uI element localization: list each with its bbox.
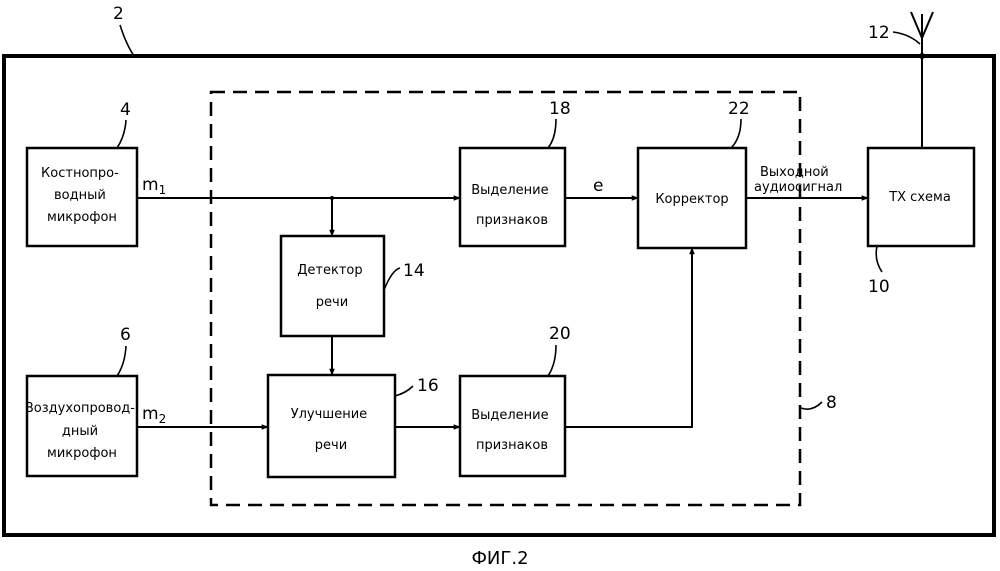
speech-detector-ref-leader [384,268,400,290]
corrector-ref-leader [731,119,741,148]
m2-base: m [142,404,159,424]
m1-subscript: 1 [159,183,167,197]
speech-enhancement-line-1: Улучшение [291,407,367,422]
feature-top-line-1: Выделение [471,183,548,198]
antenna-junction [919,53,925,59]
speech-detector-block [281,236,384,336]
air-mic-ref-leader [117,346,126,376]
speech-enhancement-ref-leader [395,386,413,396]
m2-signal-label: m2 [142,404,166,426]
bone-mic-line-2: водный [54,188,106,203]
air-mic-line-3: микрофон [47,446,117,461]
feature-top-line-2: признаков [476,213,548,228]
feature-top-ref-leader [548,119,556,148]
feature-extraction-bottom-block [460,376,565,476]
antenna-ref-leader [893,32,920,44]
speech-enhancement-ref-number: 16 [417,376,439,396]
antenna-icon [911,12,933,148]
bone-mic-ref-number: 4 [120,100,131,120]
speech-detector-line-1: Детектор [297,263,362,278]
device-ref-number: 2 [113,4,124,24]
tx-circuit-label: TX схема [888,190,951,205]
corrector-label: Корректор [655,192,728,207]
air-mic-line-1: Воздухопровод- [25,401,135,416]
output-line-2: аудиосигнал [754,180,842,195]
figure-caption: ФИГ.2 [471,548,528,569]
speech-enhancement-line-2: речи [315,438,347,453]
speech-detector-ref-number: 14 [403,261,425,281]
bone-mic-line-3: микрофон [47,210,117,225]
e-signal-label: e [593,176,603,196]
feature-bottom-to-corrector-line [565,248,692,427]
processor-ref-leader [801,402,822,409]
feature-bottom-ref-leader [548,345,556,376]
air-mic-line-2: дный [62,424,98,439]
feature-bottom-line-1: Выделение [471,408,548,423]
output-signal-label: Выходной аудиосигнал [754,165,842,195]
m1-signal-label: m1 [142,175,166,197]
m2-subscript: 2 [159,412,167,426]
output-line-1: Выходной [760,165,829,180]
device-ref-leader [120,25,134,56]
antenna-ref-number: 12 [868,23,890,43]
air-mic-ref-number: 6 [120,325,131,345]
speech-enhancement-block [268,375,395,477]
feature-bottom-ref-number: 20 [549,324,571,344]
tx-ref-number: 10 [868,277,890,297]
m1-base: m [142,175,159,195]
corrector-ref-number: 22 [728,99,750,119]
bone-mic-ref-leader [117,120,126,148]
feature-top-ref-number: 18 [549,99,571,119]
tx-ref-leader [876,246,882,272]
bone-mic-line-1: Костнопро- [41,166,119,181]
speech-detector-line-2: речи [316,295,348,310]
processor-ref-number: 8 [826,393,837,413]
feature-bottom-line-2: признаков [476,438,548,453]
